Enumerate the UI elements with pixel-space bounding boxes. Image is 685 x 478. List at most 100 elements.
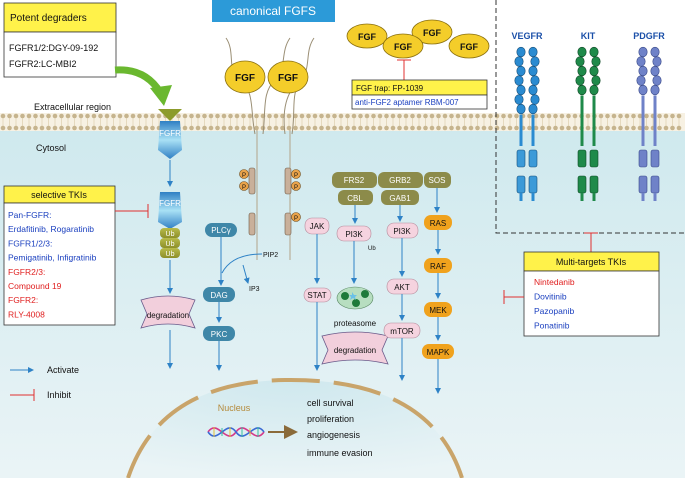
degradation-label: degradation: [147, 311, 189, 320]
receptor-label-pdgfr: PDGFR: [633, 31, 665, 41]
node-dag-label: DAG: [210, 291, 227, 300]
fgfr-surface-label: FGFR: [159, 129, 181, 138]
receptor-pdgfr: [636, 46, 662, 201]
multi-tki-item: Nintedanib: [534, 277, 575, 287]
phospho-label: P: [242, 185, 246, 191]
node-cbl-label: CBL: [347, 194, 363, 203]
nucleus-label: Nucleus: [218, 403, 251, 413]
potent-degraders-title-box: [3, 2, 117, 33]
node-mtor-label: mTOR: [390, 327, 414, 336]
node-sos: [424, 172, 451, 188]
multi-tki-item: Pazopanib: [534, 306, 574, 316]
ubiquitin-chain: Ub Ub Ub: [160, 228, 180, 258]
rtk-dashed-boundary: [495, 0, 685, 234]
extracellular-label: Extracellular region: [34, 102, 111, 112]
selective-tki-item: Pemigatinib, Infigratinib: [8, 253, 97, 263]
potent-degraders-list-box: [3, 31, 117, 78]
ub-label: Ub: [166, 241, 175, 248]
node-mek-label: MEK: [429, 306, 447, 315]
node-plcg: [205, 223, 237, 237]
arrow-pip2: [221, 253, 263, 274]
free-fgf-cluster: FGF FGF FGF FGF: [346, 19, 490, 59]
node-ras: [424, 215, 452, 230]
fgf-trap-label: FGF trap: FP-1039: [356, 84, 424, 93]
multi-tkis-list-box: [523, 270, 660, 337]
fgf-ligand: [224, 60, 266, 94]
node-mek: [424, 302, 452, 317]
selective-tkis-list: Pan-FGFR:Erdafitinib, RogaratinibFGFR1/2…: [8, 210, 97, 319]
node-mapk: [422, 344, 454, 359]
phospho-label: P: [294, 185, 298, 191]
multi-tki-item: Dovitinib: [534, 292, 567, 302]
selective-tki-item: Erdafitinib, Rogaratinib: [8, 224, 94, 234]
selective-tki-item: Pan-FGFR:: [8, 210, 51, 220]
receptor-label-vegfr: VEGFR: [511, 31, 543, 41]
node-grb2-label: GRB2: [389, 176, 411, 185]
fgfr-internal-label: FGFR: [159, 199, 181, 208]
multi-tki-item: Ponatinib: [534, 321, 570, 331]
node-gab1: [381, 190, 419, 205]
fgf-free-label: FGF: [394, 42, 412, 52]
node-dag: [203, 287, 235, 302]
node-akt-label: AKT: [394, 283, 410, 292]
fgf-free-label: FGF: [460, 42, 478, 52]
header-banner: [212, 0, 335, 22]
degradation-ribbon-2: [321, 331, 389, 365]
node-pi3k-label: PI3K: [393, 227, 411, 236]
node-frs2: [332, 172, 377, 188]
potent-degraders-title: Potent degraders: [10, 13, 87, 24]
fgf-free-label: FGF: [358, 32, 376, 42]
node-pkc: [203, 326, 235, 341]
node-stat-label: STAT: [307, 291, 326, 300]
selective-tkis-title: selective TKIs: [31, 190, 87, 200]
selective-tki-item: FGFR2:: [8, 295, 38, 305]
potent-degrader-item: FGFR1/2:DGY-09-192: [9, 43, 98, 53]
degradation-label-2: degradation: [334, 346, 376, 355]
selective-tki-item: FGFR2/3:: [8, 267, 45, 277]
fgfr-surface: FGFR: [158, 109, 182, 159]
fgf-ligand-label: FGF: [278, 73, 298, 84]
node-pi3k-cbl-label: PI3K: [345, 230, 363, 239]
multi-tkis-title: Multi-targets TKIs: [556, 257, 627, 267]
phospho-label: P: [294, 173, 298, 179]
node-cbl: [338, 190, 373, 205]
node-grb2: [378, 172, 423, 188]
node-frs2-label: FRS2: [344, 176, 365, 185]
phospho-label: P: [242, 173, 246, 179]
dna-helix: [207, 427, 265, 437]
outcome-angiogenesis: angiogenesis: [307, 430, 361, 440]
ub-small-label: Ub: [368, 246, 376, 252]
node-raf-label: RAF: [430, 262, 446, 271]
fgfr-internalized: FGFR: [158, 192, 182, 229]
receptor-vegfr: [514, 46, 540, 201]
ub-label: Ub: [166, 251, 175, 258]
ip3-label: IP3: [249, 286, 260, 293]
selective-tkis-list-box: [3, 202, 116, 326]
selective-tki-item: RLY-4008: [8, 309, 45, 319]
phospho-label: P: [294, 216, 298, 222]
legend-inhibit-label: Inhibit: [47, 390, 72, 400]
ub-label: Ub: [166, 231, 175, 238]
outcome-immune-evasion: immune evasion: [307, 448, 373, 458]
arrow-ip3: [242, 264, 250, 284]
node-pkc-label: PKC: [211, 330, 228, 339]
node-sos-label: SOS: [429, 176, 446, 185]
selective-tki-item: Compound 19: [8, 281, 62, 291]
degradation-ribbon: [140, 295, 196, 329]
receptor-kit: [575, 46, 601, 201]
aptamer-box: [351, 94, 488, 110]
outcome-cell-survival: cell survival: [307, 398, 354, 408]
node-plcg-label: PLCγ: [211, 226, 231, 235]
header-title: canonical FGFS: [230, 4, 316, 18]
node-ras-label: RAS: [430, 219, 446, 228]
kinase-domains: [248, 167, 292, 236]
fgf-ligand: [267, 60, 309, 94]
legend-activate-label: Activate: [47, 365, 79, 375]
node-jak-label: JAK: [310, 222, 325, 231]
proteasome: [336, 286, 374, 310]
fgf-free-label: FGF: [423, 28, 441, 38]
phospho-sites: P P P P P: [239, 169, 301, 222]
